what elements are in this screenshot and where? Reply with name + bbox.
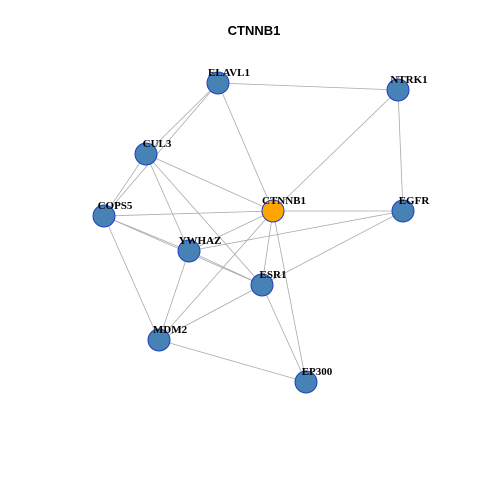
node-cops5[interactable]	[92, 204, 116, 228]
edge-ywhaz-mdm2	[158, 250, 190, 341]
edge-ctnnb1-ep300	[272, 210, 307, 383]
edge-esr1-mdm2	[158, 284, 263, 341]
edge-elavl1-ntrk1	[217, 82, 399, 91]
node-label-egfr: EGFR	[399, 195, 431, 207]
node-label-mdm2: MDM2	[153, 324, 188, 336]
node-ywhaz[interactable]	[177, 239, 201, 263]
node-cul3[interactable]	[134, 142, 158, 166]
node-label-cul3: CUL3	[143, 138, 172, 150]
node-label-ntrk1: NTRK1	[390, 74, 427, 86]
edge-ctnnb1-ywhaz	[188, 210, 274, 252]
edge-cul3-cops5	[103, 153, 147, 217]
edge-egfr-ywhaz	[188, 210, 404, 252]
node-esr1[interactable]	[250, 273, 274, 297]
edge-esr1-ep300	[261, 284, 307, 383]
node-label-ywhaz: YWHAZ	[179, 235, 222, 247]
node-label-cops5: COPS5	[98, 200, 133, 212]
node-layer	[92, 71, 415, 394]
edge-elavl1-ctnnb1	[217, 82, 274, 212]
node-ctnnb1[interactable]	[261, 199, 285, 223]
node-label-esr1: ESR1	[260, 269, 287, 281]
edge-cops5-ctnnb1	[103, 210, 274, 217]
graph-title: CTNNB1	[228, 23, 281, 38]
edge-cul3-esr1	[145, 153, 263, 286]
node-elavl1[interactable]	[206, 71, 230, 95]
node-label-ctnnb1: CTNNB1	[262, 195, 306, 207]
node-egfr[interactable]	[391, 199, 415, 223]
edge-ctnnb1-esr1	[261, 210, 274, 286]
edge-cul3-ctnnb1	[145, 153, 274, 212]
edge-elavl1-cops5	[103, 82, 219, 217]
edge-ntrk1-egfr	[397, 89, 404, 212]
node-label-ep300: EP300	[302, 366, 333, 378]
edge-ywhaz-esr1	[188, 250, 263, 286]
edge-cul3-ywhaz	[145, 153, 190, 252]
edge-elavl1-cul3	[145, 82, 219, 155]
edge-ctnnb1-mdm2	[158, 210, 274, 341]
edge-cops5-mdm2	[103, 215, 160, 341]
node-label-elavl1: ELAVL1	[208, 67, 250, 79]
edge-egfr-esr1	[261, 210, 404, 286]
node-ntrk1[interactable]	[386, 78, 410, 102]
node-ep300[interactable]	[294, 370, 318, 394]
edge-mdm2-ep300	[158, 339, 307, 383]
edge-ntrk1-ctnnb1	[272, 89, 399, 212]
node-mdm2[interactable]	[147, 328, 171, 352]
